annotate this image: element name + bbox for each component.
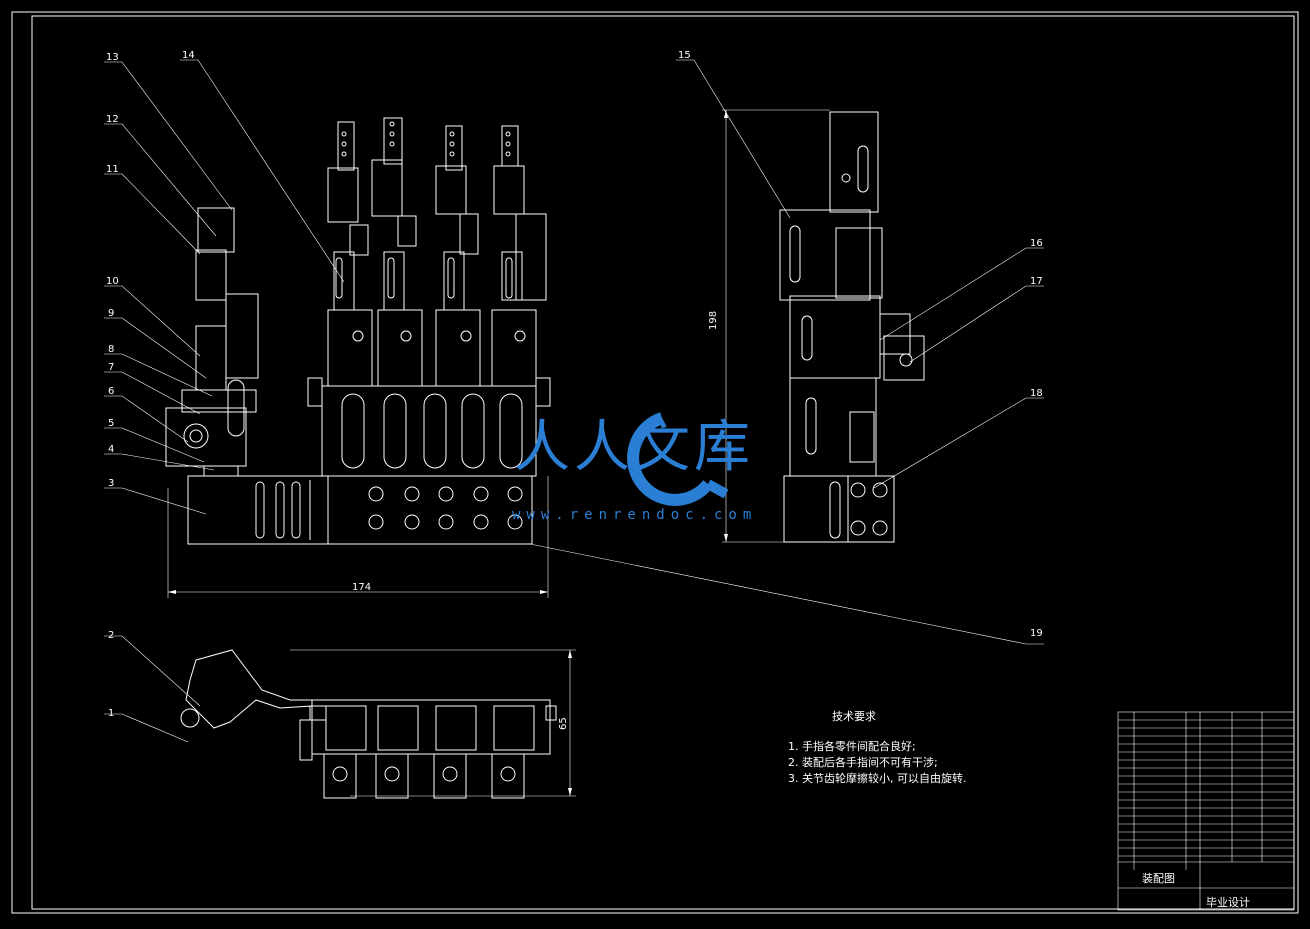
callout-18: 18 — [1030, 388, 1043, 399]
callout-6: 6 — [108, 386, 114, 397]
callout-14: 14 — [182, 50, 195, 61]
callout-16: 16 — [1030, 238, 1043, 249]
watermark-logo-icon — [627, 412, 729, 506]
callout-8: 8 — [108, 344, 114, 355]
height-dimension-bottom: 65 — [558, 717, 569, 730]
callout-19: 19 — [1030, 628, 1043, 639]
callout-17: 17 — [1030, 276, 1043, 287]
title-block — [1117, 711, 1295, 911]
notes-title: 技术要求 — [832, 710, 876, 723]
callout-1: 1 — [108, 708, 114, 719]
callout-3: 3 — [108, 478, 114, 489]
front-view: 174 — [165, 117, 551, 598]
callout-5: 5 — [108, 418, 114, 429]
callout-9: 9 — [108, 308, 114, 319]
note-item: 1. 手指各零件间配合良好; — [788, 740, 916, 753]
callout-15: 15 — [678, 50, 691, 61]
note-item: 2. 装配后各手指间不可有干涉; — [788, 756, 938, 769]
callout-13: 13 — [106, 52, 119, 63]
height-dimension-side: 198 — [708, 311, 719, 330]
leader-lines — [104, 59, 1044, 743]
callout-2: 2 — [108, 630, 114, 641]
note-item: 3. 关节齿轮摩擦较小, 可以自由旋转. — [788, 772, 967, 785]
callout-labels: 13 12 11 10 9 8 7 6 5 4 3 14 15 16 17 18… — [106, 50, 1043, 719]
callout-4: 4 — [108, 444, 114, 455]
watermark-url: www.renrendoc.com — [512, 507, 758, 523]
watermark-brand: 人人文库 — [514, 415, 754, 480]
callout-12: 12 — [106, 114, 119, 125]
parts-list-rows — [1118, 719, 1294, 857]
callout-10: 10 — [106, 276, 119, 287]
drawing-name: 装配图 — [1142, 872, 1175, 885]
outer-frame — [11, 11, 1299, 914]
bottom-view: 65 — [180, 649, 576, 799]
width-dimension: 174 — [352, 582, 371, 593]
inner-frame — [31, 15, 1295, 910]
callout-7: 7 — [108, 362, 114, 373]
callout-11: 11 — [106, 164, 119, 175]
side-view: 198 — [708, 109, 925, 543]
project-label: 毕业设计 — [1206, 896, 1250, 909]
